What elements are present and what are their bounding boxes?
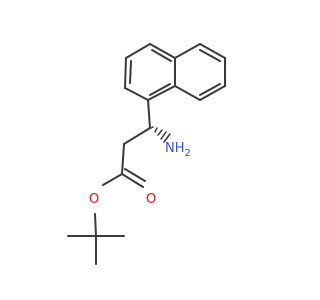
- double-bond: [151, 49, 172, 62]
- bond: [102, 173, 123, 186]
- bond: [174, 85, 201, 101]
- hashed-wedge-bond: [150, 126, 171, 143]
- bond: [199, 85, 226, 101]
- bond: [149, 43, 176, 59]
- bond: [124, 87, 149, 101]
- bond: [125, 43, 151, 59]
- bond: [199, 43, 226, 59]
- double-bond: [199, 83, 221, 96]
- naphthalene-ring-right: [174, 43, 226, 101]
- bond: [147, 99, 151, 129]
- structure-canvas: NH2 O O: [67, 43, 226, 265]
- bond: [124, 57, 127, 89]
- hash-line: [163, 133, 171, 143]
- carbonyl-oxygen-label: O: [146, 192, 156, 207]
- molecule-structure: NH2 O O: [67, 43, 226, 265]
- bond: [121, 143, 125, 175]
- hash-line: [154, 127, 158, 133]
- amine-label: NH2: [165, 141, 191, 159]
- bond: [147, 85, 176, 101]
- tert-butyl-group: [67, 235, 125, 265]
- hash-line: [157, 129, 163, 136]
- double-bond: [149, 83, 171, 96]
- bond: [174, 43, 201, 59]
- bond: [123, 127, 151, 145]
- double-bond: [129, 60, 132, 84]
- ester-oxygen-label: O: [89, 192, 99, 207]
- bond: [94, 213, 97, 237]
- carbonyl-double-bond: [121, 173, 144, 188]
- hash-line: [150, 126, 154, 129]
- hash-line: [160, 131, 167, 140]
- naphthalene-ring-left: [124, 43, 176, 101]
- double-bond: [199, 49, 221, 62]
- carbonyl-double-bond: [124, 168, 146, 182]
